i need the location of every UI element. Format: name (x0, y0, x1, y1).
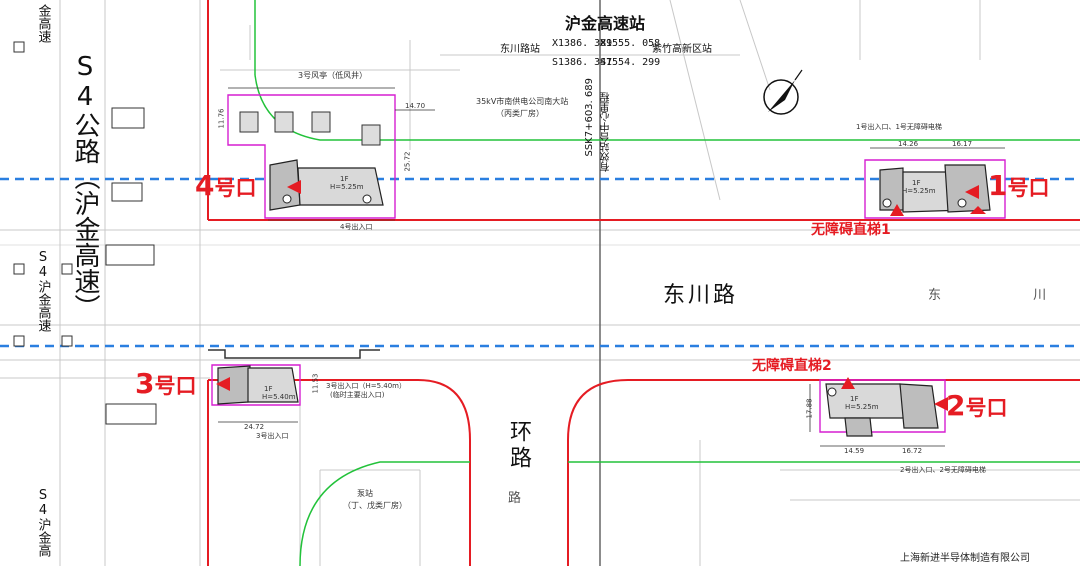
exit2-floor: 1F (850, 395, 859, 403)
red-boundary-lines (207, 0, 1080, 566)
magenta-outlines (211, 94, 1006, 433)
road-label-s4-main: S4公路（沪金高速） (70, 52, 100, 320)
dim-1459: 14.59 (844, 447, 865, 455)
exit-label-3: 3号口 (135, 367, 197, 400)
exit3-entry-label: 3号出入口 (256, 432, 289, 440)
dim-1617: 16.17 (952, 140, 973, 148)
pump-station-label: 泵站 (357, 489, 373, 498)
coord-s-next: S1554. 299 (600, 57, 661, 68)
prev-station-label: 东川路站 (500, 44, 540, 55)
exit4-entry-label: 4号出入口 (340, 223, 373, 231)
exit3-note: 3号出入口（H=5.40m） (326, 382, 406, 390)
road-label-dongchuan-light: 东 川 (928, 288, 1080, 303)
exit1-height: H=5.25m (902, 187, 936, 195)
lift-label-2: 无障碍直梯2 (752, 358, 832, 374)
dim-1153: 11.53 (311, 373, 320, 394)
road-label-jin-gao-su: 金高速 (35, 4, 51, 43)
exit2-height: H=5.25m (845, 403, 879, 411)
exit-arrows (216, 180, 986, 411)
exit1-note: 1号出入口、1号无障碍电梯 (856, 123, 942, 131)
wind-pavilion-shafts (239, 111, 381, 146)
exit1-floor: 1F (912, 179, 921, 187)
road-label-s4-side-1: S4沪金高速 (35, 250, 51, 332)
coord-x-next: X1555. 058 (600, 38, 661, 49)
coord-x-prev: X1386. 389 (552, 38, 613, 49)
dim-1176: 11.76 (217, 108, 226, 129)
coord-s-prev: S1386. 347 (552, 57, 613, 68)
chainage-note: 有效站台中心里程 (601, 92, 612, 172)
company-label: 上海新进半导体制造有限公司 (900, 553, 1030, 564)
dimension-lines (218, 87, 1005, 447)
dim-1426: 14.26 (898, 140, 919, 148)
exit4-floor: 1F (340, 175, 349, 183)
station-title: 沪金高速站 (565, 14, 646, 33)
exit-label-1: 1号口 (988, 169, 1050, 202)
dim-1788: 17.88 (805, 398, 814, 419)
chainage-value: SSK7+603. 689 (584, 78, 595, 157)
dim-1470: 14.70 (405, 102, 426, 110)
lift-label-1: 无障碍直梯1 (811, 222, 891, 238)
exit2-note: 2号出入口、2号无障碍电梯 (900, 466, 986, 474)
wind-pavilion-label: 3号风亭（低风井） (298, 71, 368, 80)
exit3-height: H=5.40m (262, 393, 296, 401)
road-label-huanlu: 环路 (506, 420, 531, 472)
exit3-floor: 1F (264, 385, 273, 393)
exit-circles (282, 194, 967, 397)
substation-label: 35kV市南供电公司南大站 (476, 97, 569, 106)
exit-label-2: 2号口 (946, 389, 1008, 422)
exit-label-4: 4号口 (195, 169, 257, 202)
pump-station-type: （丁、戊类厂房） (343, 501, 407, 510)
substation-type-label: （丙类厂房） (496, 109, 544, 118)
station-box-outline (208, 349, 380, 359)
exit-structures (217, 159, 991, 437)
dim-1672: 16.72 (902, 447, 923, 455)
dim-2472: 24.72 (244, 423, 265, 431)
road-markers (13, 41, 157, 425)
next-station-label: 紫竹高新区站 (652, 44, 712, 55)
road-label-huanlu-small: 路 (508, 491, 522, 506)
exit3-note2: (临时主要出入口) (330, 391, 385, 399)
road-label-dongchuan: 东川路 (663, 283, 739, 308)
dim-2572: 25.72 (403, 151, 412, 172)
north-arrow-icon (763, 69, 803, 115)
road-label-s4-side-2: S4沪金高 (35, 488, 51, 557)
exit4-height: H=5.25m (330, 183, 364, 191)
